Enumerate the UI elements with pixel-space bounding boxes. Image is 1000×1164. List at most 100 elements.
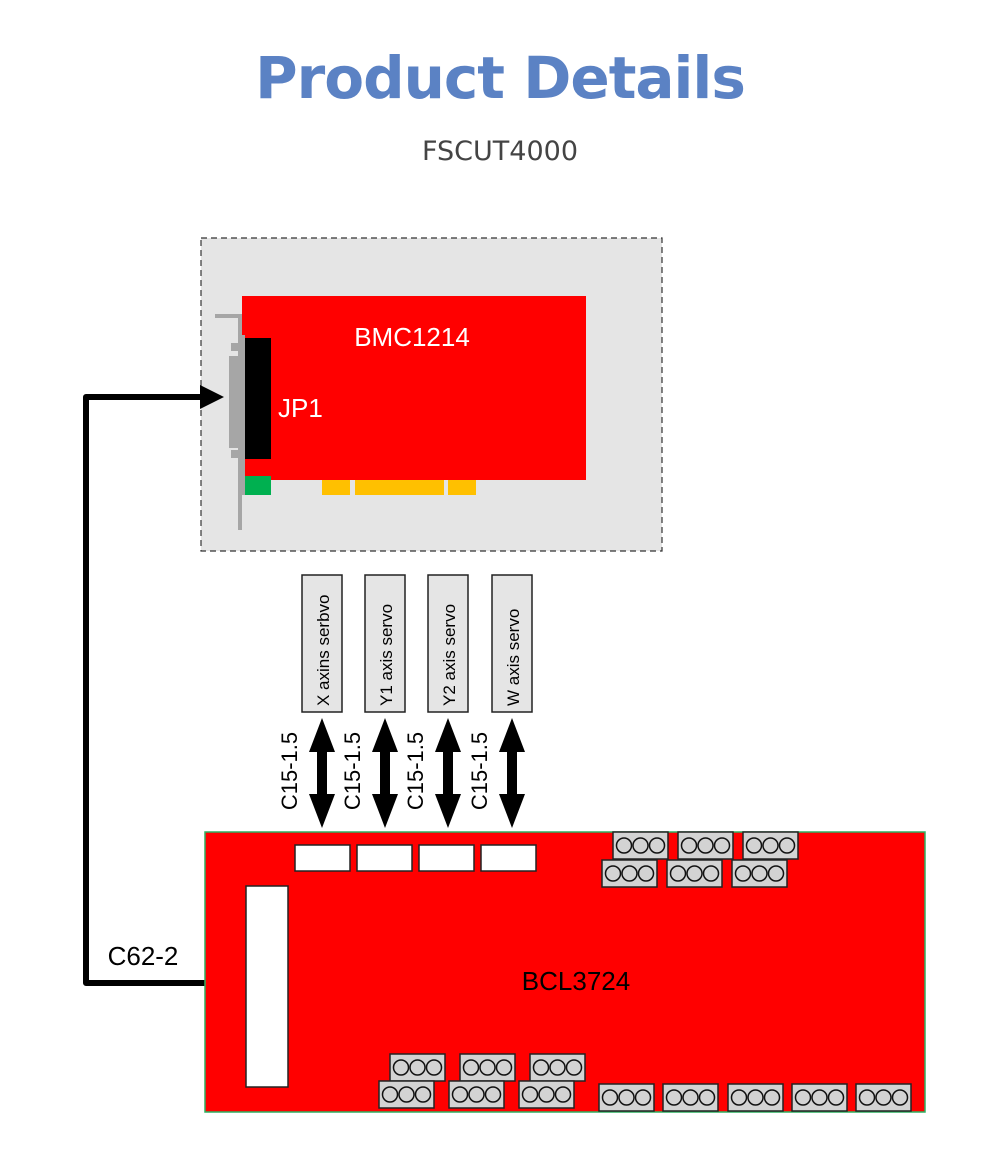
bracket-top [215,314,242,318]
db-connector-shell [229,356,241,448]
terminal-pin-icon [468,1086,485,1103]
pci-card: BMC1214 JP1 [215,296,586,530]
terminal-pin-icon [778,837,796,854]
status-indicator [245,476,271,495]
servo-port [480,844,537,872]
main-cable-label: C62-2 [108,941,179,971]
terminal-pin-icon [549,1059,566,1076]
terminal-pin-icon [713,837,731,854]
terminal-block [677,831,734,860]
terminal-pin-icon [484,1086,502,1103]
jp1-label: JP1 [278,393,323,423]
terminal-block [389,1053,446,1082]
terminal-pin-icon [634,1089,652,1106]
terminal-pin-icon [767,865,785,882]
terminal-pin-icon [702,865,720,882]
servo-box [364,574,406,713]
terminal-block [855,1083,912,1112]
double-arrow-icon [435,718,461,828]
terminal-block [662,1083,719,1112]
terminal-pin-icon [682,1089,699,1106]
gold-finger [448,480,476,495]
terminal-pin-icon [680,837,698,854]
terminal-block [601,859,658,888]
terminal-block [518,1080,575,1109]
main-connector-socket [245,885,289,1088]
servo-port [418,844,475,872]
servo-port [356,844,413,872]
double-arrow-icon [499,718,525,828]
terminal-pin-icon [409,1059,426,1076]
terminal-pin-icon [686,865,703,882]
db-connector-tab-top [231,343,241,351]
terminal-pin-icon [875,1089,892,1106]
terminal-pin-icon [554,1086,572,1103]
servo-box [301,574,343,713]
terminal-pin-icon [398,1086,415,1103]
servo-label: Y1 axis servo [377,604,396,706]
servo-box [427,574,469,713]
terminal-pin-icon [604,865,622,882]
breakout-board-label: BCL3724 [522,966,630,996]
double-arrow-icon [372,718,398,828]
terminal-block [731,859,788,888]
terminal-pin-icon [747,1089,764,1106]
gold-finger [322,480,350,495]
servo-box [491,574,533,713]
servo-label: Y2 axis servo [440,604,459,706]
terminal-blocks [378,831,912,1112]
terminal-pin-icon [637,865,655,882]
terminal-pin-icon [479,1059,496,1076]
terminal-pin-icon [794,1089,812,1106]
terminal-pin-icon [392,1059,410,1076]
terminal-pin-icon [697,837,714,854]
terminal-pin-icon [632,837,649,854]
terminal-pin-icon [827,1089,845,1106]
terminal-pin-icon [615,837,633,854]
terminal-pin-icon [648,837,666,854]
terminal-pin-icon [621,865,638,882]
page-title: Product Details [255,44,746,112]
terminal-block [459,1053,516,1082]
gold-finger [355,480,444,495]
terminal-pin-icon [414,1086,432,1103]
servo-cable-label: C15-1.5 [340,732,365,810]
pci-card-board [242,296,586,480]
terminal-block [791,1083,848,1112]
terminal-pin-icon [381,1086,399,1103]
terminal-pin-icon [521,1086,539,1103]
terminal-pin-icon [891,1089,909,1106]
main-cable-arrow [83,385,244,986]
double-arrow-icon [309,718,335,828]
terminal-pin-icon [532,1059,550,1076]
terminal-block [598,1083,655,1112]
terminal-pin-icon [495,1059,513,1076]
terminal-pin-icon [751,865,768,882]
servo-label: W axis servo [504,609,523,706]
terminal-pin-icon [698,1089,716,1106]
terminal-pin-icon [858,1089,876,1106]
terminal-pin-icon [745,837,763,854]
terminal-pin-icon [665,1089,683,1106]
servo-cable-label: C15-1.5 [403,732,428,810]
terminal-pin-icon [462,1059,480,1076]
jp1-connector [245,338,271,459]
terminal-pin-icon [451,1086,469,1103]
terminal-pin-icon [730,1089,748,1106]
pci-card-label: BMC1214 [354,322,470,352]
terminal-pin-icon [669,865,687,882]
terminal-pin-icon [762,837,779,854]
terminal-pin-icon [618,1089,635,1106]
db-connector-tab-bottom [231,450,241,458]
terminal-block [378,1080,435,1109]
terminal-pin-icon [601,1089,619,1106]
terminal-pin-icon [425,1059,443,1076]
servo-label: X axins serbvo [314,595,333,707]
terminal-block [727,1083,784,1112]
terminal-block [448,1080,505,1109]
terminal-pin-icon [734,865,752,882]
terminal-block [666,859,723,888]
servo-cable-label: C15-1.5 [277,732,302,810]
